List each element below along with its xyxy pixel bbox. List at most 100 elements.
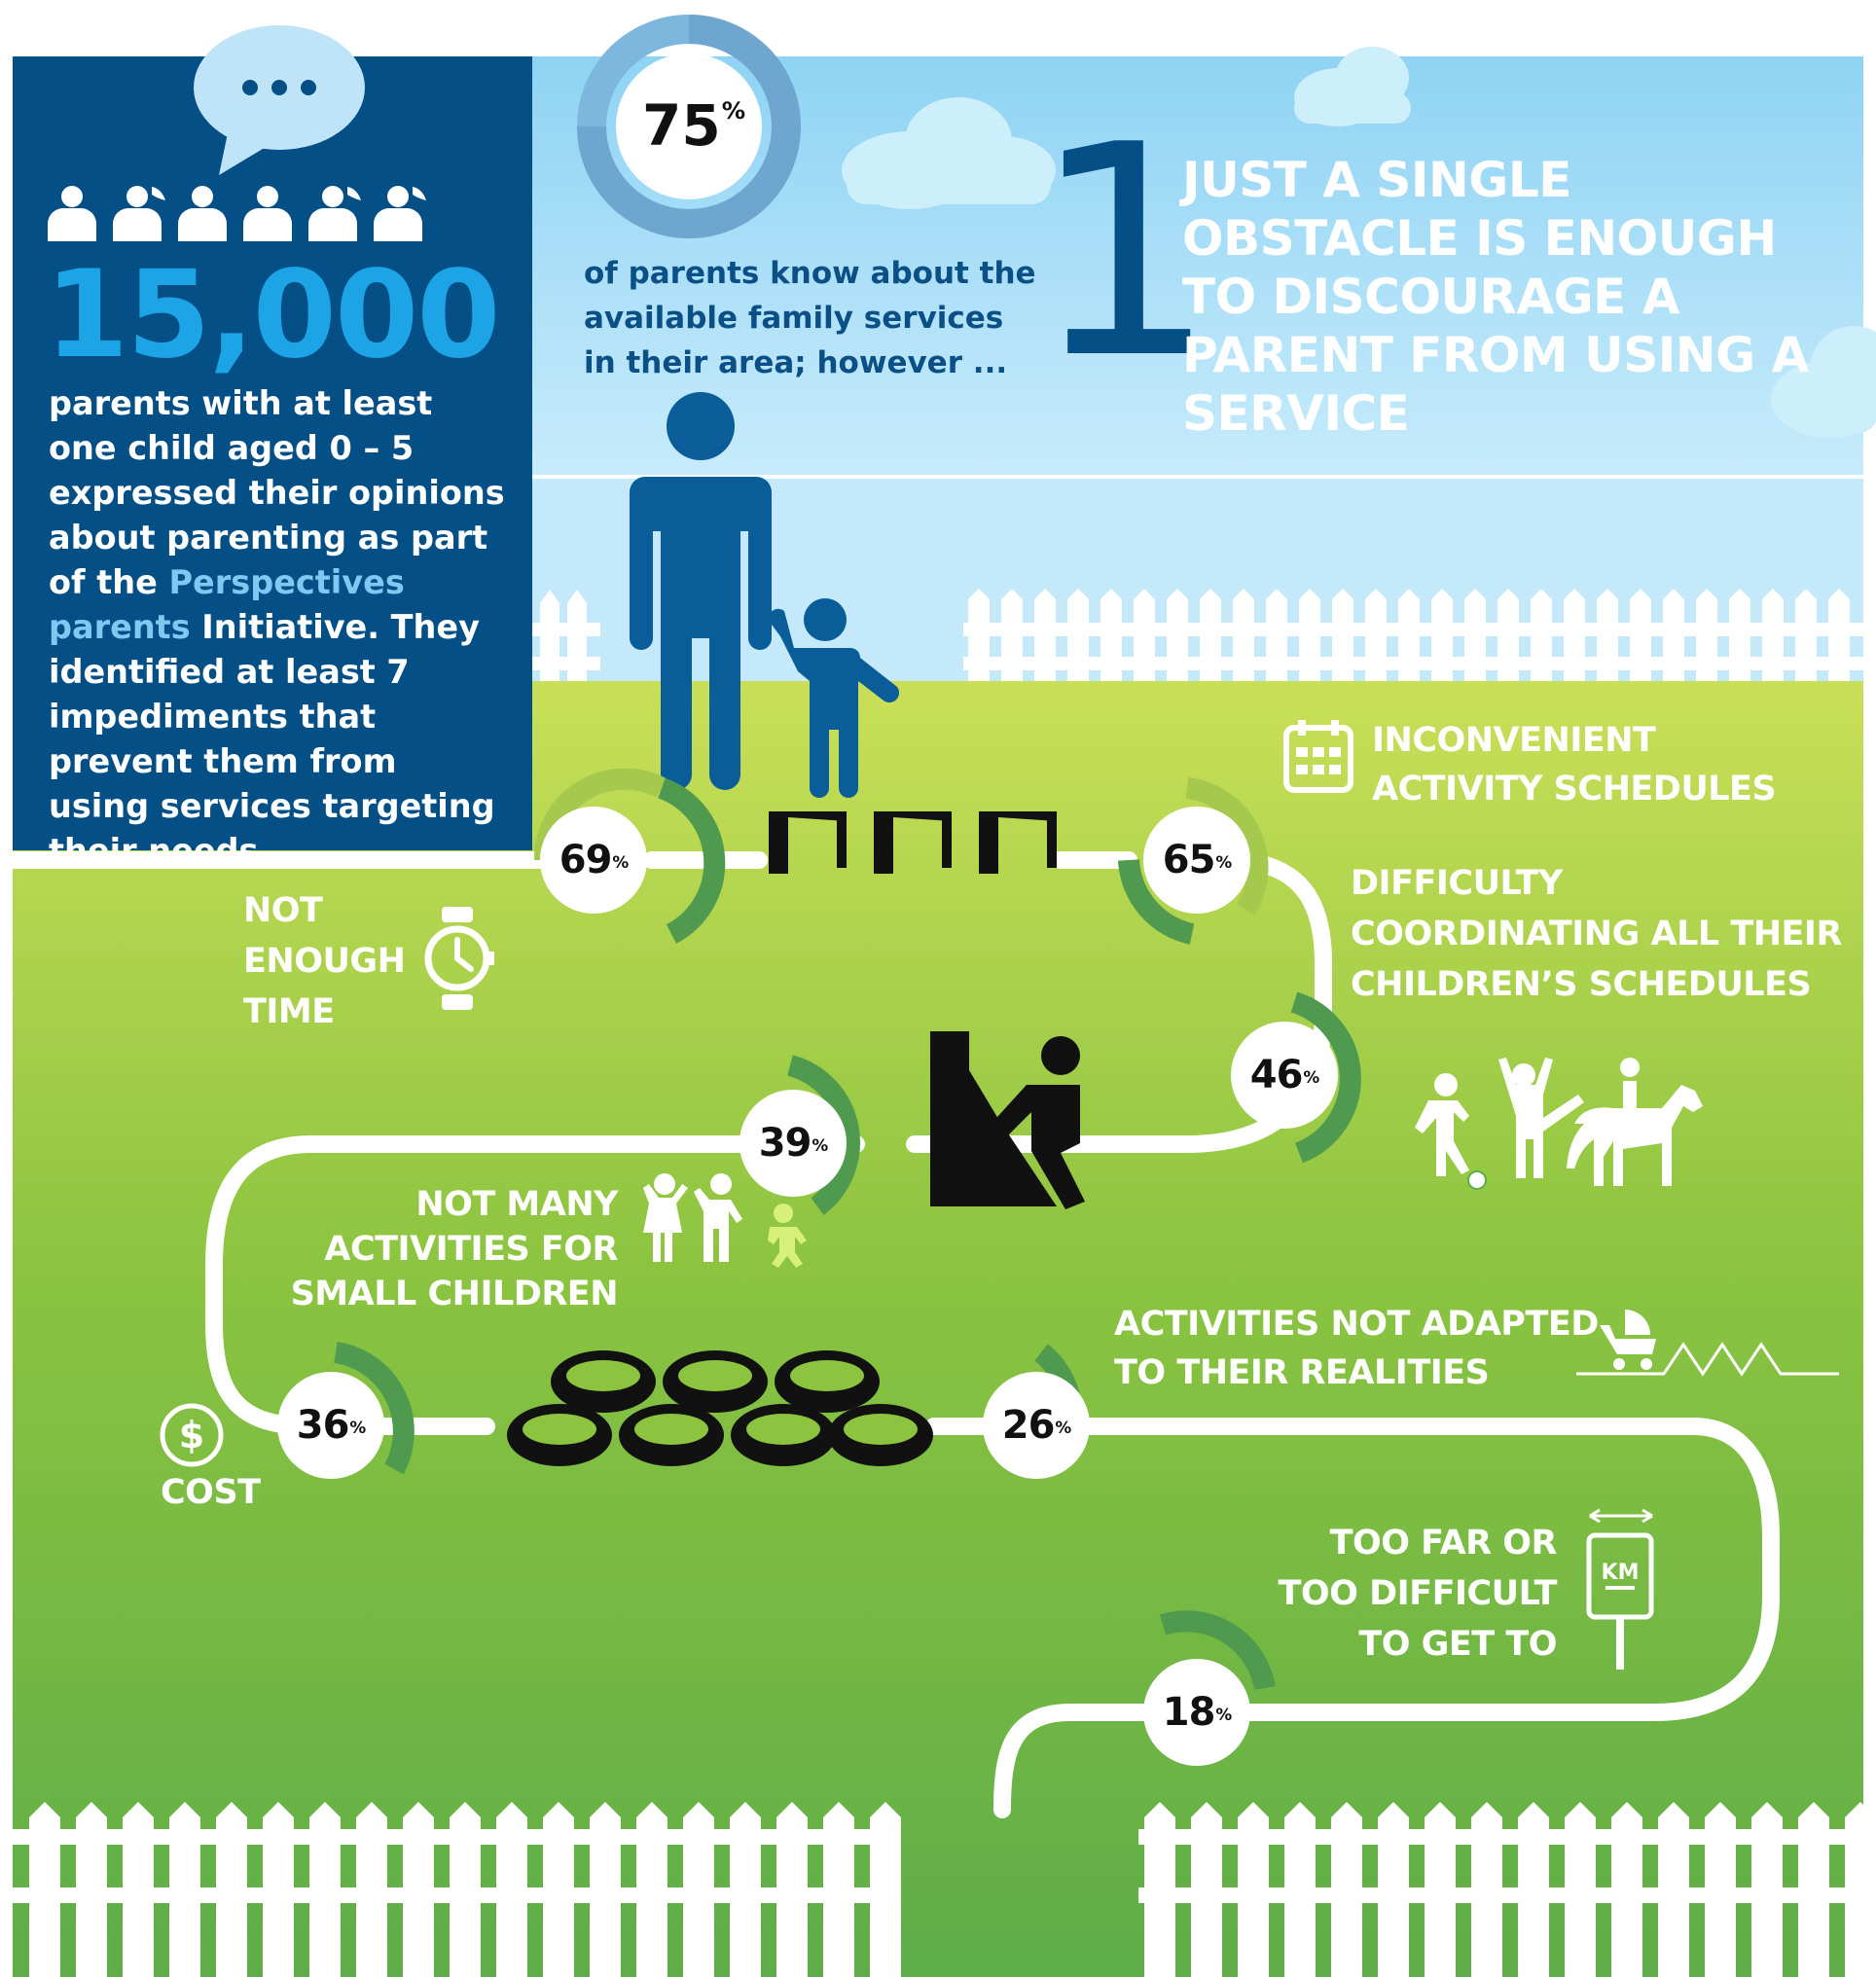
stroller-icon xyxy=(1600,1310,1656,1370)
km-sign-icon: KM xyxy=(1586,1508,1654,1670)
fence-picket xyxy=(1464,589,1486,681)
fence-picket xyxy=(123,1802,154,1977)
fence-picket xyxy=(1658,1802,1689,1977)
fence-picket xyxy=(496,1802,527,1977)
calendar-icon xyxy=(1283,720,1353,793)
badge-not-adapted: 26% xyxy=(983,1372,1090,1479)
children-icon xyxy=(643,1173,807,1268)
badge-not-enough-time: 69% xyxy=(540,807,647,914)
fence-picket xyxy=(870,1802,901,1977)
single-obstacle-text: JUST A SINGLE OBSTACLE IS ENOUGH TO DISC… xyxy=(1182,152,1809,442)
terrain-line xyxy=(1576,1342,1839,1377)
fence-picket xyxy=(1828,589,1850,681)
fence-picket xyxy=(1630,589,1651,681)
fence-picket xyxy=(1471,1802,1502,1977)
fence-picket xyxy=(1284,1802,1316,1977)
intro-description: parents with at least one child aged 0 –… xyxy=(49,381,506,874)
label-coordinating-schedules: DIFFICULTY COORDINATING ALL THEIR CHILDR… xyxy=(1351,864,1842,1004)
fence-top-left xyxy=(532,590,600,681)
fence-picket xyxy=(1067,589,1089,681)
fence-picket xyxy=(590,1802,621,1977)
fence-picket xyxy=(263,1802,294,1977)
tires xyxy=(507,1350,933,1466)
fence-picket xyxy=(1167,589,1188,681)
donut-75 xyxy=(577,15,801,238)
fence-picket xyxy=(309,1802,341,1977)
fence-picket xyxy=(216,1802,247,1977)
fence-picket xyxy=(1597,589,1618,681)
intro-text-part-a: parents with at least one child aged 0 –… xyxy=(49,384,505,601)
watch-icon xyxy=(424,907,494,1010)
fence-picket xyxy=(683,1802,714,1977)
fence-picket xyxy=(29,1802,60,1977)
participants-count: 15,000 xyxy=(45,245,501,385)
fence-picket xyxy=(1100,589,1122,681)
fence-picket xyxy=(1611,1802,1642,1977)
fence-picket xyxy=(1332,589,1353,681)
fence-picket xyxy=(1531,589,1552,681)
awareness-percent: 75% xyxy=(642,92,746,159)
cloud-icon xyxy=(1771,326,1876,438)
label-small-children: NOT MANY ACTIVITIES FOR SMALL CHILDREN xyxy=(290,1185,619,1313)
fence-picket xyxy=(1299,589,1320,681)
fence-picket xyxy=(1565,1802,1596,1977)
svg-text:$: $ xyxy=(179,1414,204,1456)
fence-picket xyxy=(1331,1802,1362,1977)
speech-bubble-icon xyxy=(194,25,365,175)
fence-picket xyxy=(1431,589,1453,681)
hurdles xyxy=(769,811,1057,874)
initiative-name: Perspectives parents xyxy=(49,563,405,646)
fence-picket xyxy=(1518,1802,1549,1977)
fence-picket xyxy=(1233,589,1254,681)
badge-coordinating-schedules: 46% xyxy=(1231,1022,1338,1129)
label-too-far: TOO FAR OR TOO DIFFICULT TO GET TO xyxy=(1278,1524,1558,1664)
fence-picket xyxy=(1365,589,1387,681)
fence-picket xyxy=(403,1802,434,1977)
fence-picket xyxy=(450,1802,481,1977)
fence-picket xyxy=(1705,1802,1736,1977)
father-child-figure xyxy=(630,392,900,798)
fence-picket xyxy=(1425,1802,1456,1977)
fence-picket xyxy=(1238,1802,1269,1977)
fence-picket xyxy=(823,1802,854,1977)
fence-picket xyxy=(169,1802,200,1977)
fence-picket xyxy=(1798,1802,1829,1977)
children-activities-icon xyxy=(1415,1058,1703,1190)
cloud-icon xyxy=(842,97,1056,209)
fence-picket xyxy=(1144,1802,1175,1977)
fence-picket xyxy=(1266,589,1287,681)
fence-picket xyxy=(1378,1802,1409,1977)
fence-picket xyxy=(636,1802,667,1977)
awareness-text: of parents know about the available fami… xyxy=(584,256,1036,380)
fence-picket xyxy=(356,1802,387,1977)
badge-small-children: 39% xyxy=(740,1090,847,1197)
dollar-icon: $ xyxy=(160,1403,224,1467)
fence-picket xyxy=(776,1802,808,1977)
fence-picket xyxy=(1729,589,1750,681)
single-obstacle-digit: 1 xyxy=(1031,83,1217,422)
km-sign-text: KM xyxy=(1602,1561,1640,1585)
fence-picket xyxy=(1564,589,1585,681)
badge-inconvenient-schedules: 65% xyxy=(1143,807,1250,914)
fence-picket xyxy=(1134,589,1155,681)
intro-text-part-b: Initiative. They identified at least 7 i… xyxy=(49,608,495,870)
fence-picket xyxy=(1795,589,1817,681)
fence-picket xyxy=(1191,1802,1222,1977)
badge-too-far: 18% xyxy=(1143,1659,1250,1766)
badge-cost: 36% xyxy=(277,1372,384,1479)
fence-picket xyxy=(76,1802,107,1977)
fence-picket xyxy=(1398,589,1420,681)
fence-picket xyxy=(1762,589,1784,681)
label-cost: COST xyxy=(161,1473,261,1512)
fence-picket xyxy=(1497,589,1519,681)
fence-picket xyxy=(1001,589,1023,681)
label-inconvenient-schedules: INCONVENIENT ACTIVITY SCHEDULES xyxy=(1372,721,1777,809)
fence-picket xyxy=(1751,1802,1783,1977)
label-not-enough-time: NOT ENOUGH TIME xyxy=(243,891,406,1031)
fence-picket xyxy=(968,589,990,681)
fence-picket xyxy=(730,1802,761,1977)
fence-picket xyxy=(543,1802,574,1977)
fence-picket xyxy=(1663,589,1684,681)
